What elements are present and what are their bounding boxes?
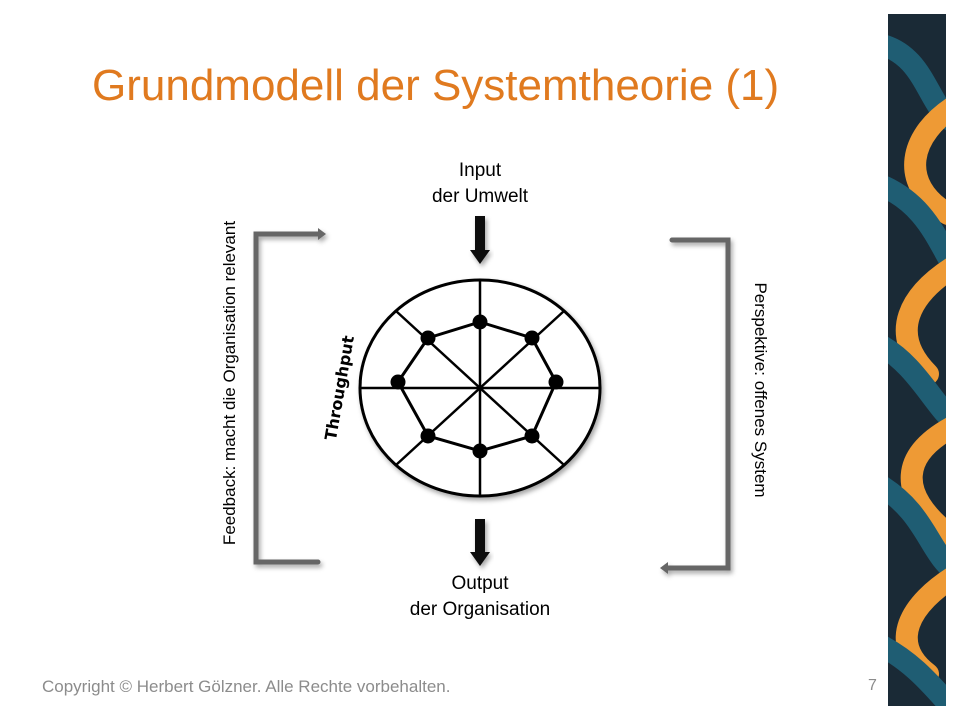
input-label-line1: Input [458,160,502,181]
output-label-line2: der Organisation [409,599,551,620]
slide-title: Grundmodell der Systemtheorie (1) [92,61,780,110]
decorative-side-pattern [888,14,946,706]
input-label-line2: der Umwelt [431,186,529,207]
perspective-bracket [660,237,731,574]
input-arrow [470,216,490,264]
system-circle [358,278,602,498]
page-number: 7 [868,677,877,694]
footer-copyright: Copyright © Herbert Gölzner. Alle Rechte… [42,677,451,696]
system-diagram: Throughput [253,216,731,574]
output-arrow [470,519,490,566]
input-label: Input der Umwelt [380,158,580,210]
throughput-label: Throughput [321,334,358,442]
output-label-line1: Output [451,573,509,594]
feedback-bracket [253,228,326,565]
output-label: Output der Organisation [380,571,580,623]
